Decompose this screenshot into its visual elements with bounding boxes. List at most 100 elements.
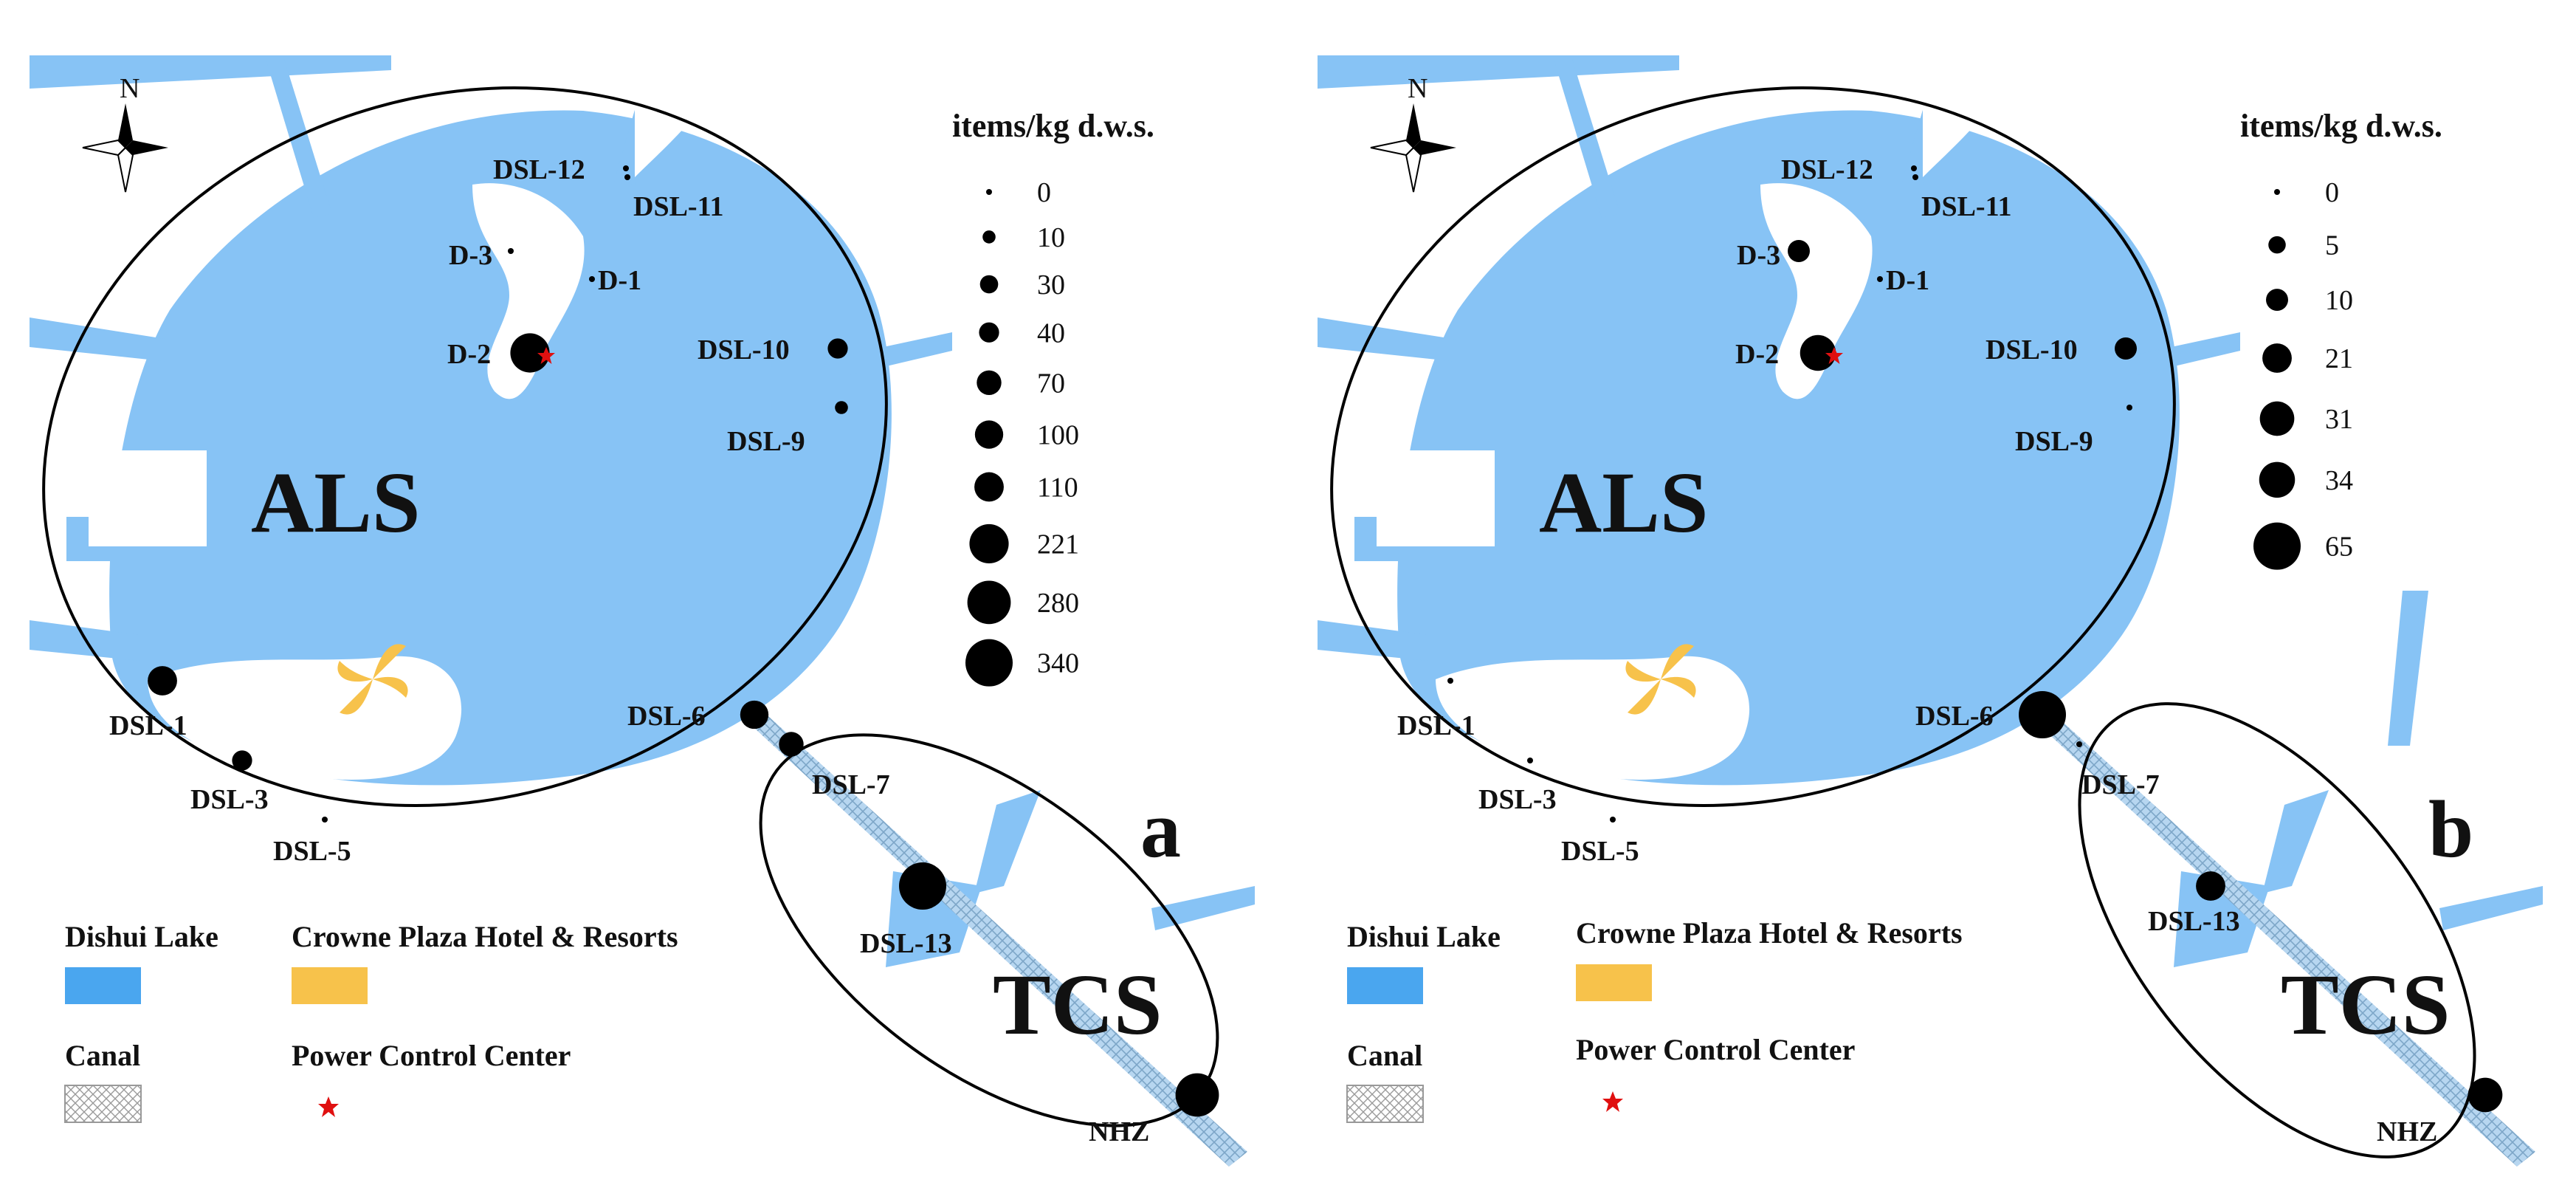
site-label-dsl-12: DSL-12	[493, 154, 585, 185]
site-marker-dsl-9	[2126, 405, 2132, 411]
site-label-dsl-1: DSL-1	[1397, 710, 1475, 741]
legend-value-0: 0	[2325, 177, 2339, 208]
site-label-dsl-13: DSL-13	[2148, 906, 2240, 937]
key-lake-swatch	[1347, 967, 1423, 1004]
key-power-label: Power Control Center	[292, 1039, 571, 1072]
land-patches	[1377, 59, 2019, 780]
legend-circle-40	[979, 322, 999, 343]
site-label-dsl-3: DSL-3	[190, 784, 269, 815]
site-marker-dsl-3	[232, 750, 252, 771]
site-marker-dsl-1	[1447, 678, 1453, 684]
legend-value-34: 34	[2325, 465, 2353, 496]
site-label-nhz: NHZ	[1089, 1116, 1149, 1147]
site-marker-dsl-10	[827, 338, 848, 359]
legend-title: items/kg d.w.s.	[952, 108, 1154, 144]
site-marker-dsl-5	[322, 817, 328, 823]
key-hotel-swatch	[292, 967, 368, 1004]
site-label-d-1: D-1	[1886, 265, 1929, 296]
panel-label-b: b	[2428, 784, 2473, 874]
canal	[745, 709, 1247, 1167]
site-label-dsl-10: DSL-10	[1986, 334, 2078, 365]
legend-value-40: 40	[1037, 317, 1065, 348]
site-marker-dsl-13	[899, 862, 946, 910]
power-control-center-star-icon	[537, 347, 555, 364]
site-label-dsl-10: DSL-10	[698, 334, 790, 365]
site-label-d-3: D-3	[1737, 240, 1780, 271]
site-marker-dsl-6	[2019, 691, 2066, 738]
site-marker-d-3	[508, 248, 514, 254]
legend-value-0: 0	[1037, 177, 1051, 208]
site-label-d-3: D-3	[449, 240, 492, 271]
legend-value-65: 65	[2325, 532, 2353, 563]
key-power-label: Power Control Center	[1576, 1033, 1855, 1066]
north-label: N	[120, 73, 140, 104]
site-marker-d-3	[1788, 240, 1810, 262]
site-marker-dsl-12	[1911, 165, 1917, 171]
key-lake-label: Dishui Lake	[65, 920, 218, 953]
legend-value-30: 30	[1037, 269, 1065, 301]
site-marker-dsl-1	[148, 666, 177, 696]
site-marker-nhz	[2467, 1077, 2503, 1113]
site-label-nhz: NHZ	[2377, 1116, 2437, 1147]
lake-water	[30, 55, 1255, 967]
site-label-dsl-11: DSL-11	[633, 191, 723, 222]
map-key: Dishui Lake Crowne Plaza Hotel & Resorts…	[1346, 916, 1963, 1123]
key-power-star-icon	[318, 1096, 339, 1117]
site-marker-dsl-3	[1527, 758, 1533, 763]
legend-circle-280	[967, 580, 1011, 625]
legend-circle-30	[979, 275, 999, 294]
legend-circle-65	[2253, 522, 2301, 570]
site-label-dsl-11: DSL-11	[1921, 191, 2011, 222]
site-marker-d-2	[1800, 334, 1836, 371]
legend-circle-10	[2266, 289, 2288, 312]
legend-circle-10	[982, 230, 996, 244]
key-lake-label: Dishui Lake	[1347, 920, 1501, 953]
panel-label-a: a	[1140, 784, 1181, 874]
canal	[2033, 709, 2535, 1167]
site-marker-dsl-7	[2076, 741, 2082, 747]
map-key: Dishui Lake Crowne Plaza Hotel & Resorts…	[64, 920, 678, 1123]
key-canal-label: Canal	[1347, 1039, 1422, 1072]
key-power-star-icon	[1602, 1091, 1623, 1112]
site-marker-dsl-10	[2115, 337, 2137, 360]
legend-value-110: 110	[1037, 472, 1078, 503]
site-marker-d-2	[510, 333, 550, 373]
site-marker-dsl-11	[624, 174, 630, 180]
land-patches	[89, 59, 731, 780]
legend-circle-221	[969, 523, 1009, 563]
zone-label-tcs: TCS	[2281, 956, 2451, 1053]
lake-water	[1318, 55, 2543, 967]
legend-value-31: 31	[2325, 404, 2353, 435]
site-label-dsl-1: DSL-1	[109, 710, 187, 741]
legend-circle-21	[2262, 343, 2292, 373]
key-canal-swatch	[1346, 1085, 1424, 1123]
site-marker-dsl-5	[1610, 817, 1616, 823]
legend-value-280: 280	[1037, 588, 1079, 619]
legend-circle-5	[2268, 236, 2286, 254]
key-hotel-label: Crowne Plaza Hotel & Resorts	[1576, 916, 1963, 950]
north-label: N	[1408, 73, 1428, 104]
zone-label-als: ALS	[251, 454, 421, 551]
key-lake-swatch	[65, 967, 141, 1004]
legend-value-100: 100	[1037, 420, 1079, 451]
legend-circle-0	[2274, 189, 2280, 195]
key-canal-label: Canal	[65, 1039, 140, 1072]
site-marker-dsl-13	[2196, 871, 2225, 901]
legend-circle-31	[2259, 401, 2295, 436]
legend-circle-0	[986, 189, 992, 195]
site-label-dsl-3: DSL-3	[1478, 784, 1557, 815]
site-label-dsl-13: DSL-13	[860, 928, 952, 959]
site-marker-d-1	[589, 276, 595, 282]
legend-value-10: 10	[1037, 222, 1065, 253]
site-label-dsl-5: DSL-5	[273, 836, 351, 867]
site-label-dsl-5: DSL-5	[1561, 836, 1639, 867]
north-arrow-icon: N	[82, 73, 168, 193]
north-arrow-icon: N	[1370, 73, 1456, 193]
hotel-icon	[337, 644, 408, 715]
legend-value-10: 10	[2325, 285, 2353, 316]
site-label-dsl-12: DSL-12	[1781, 154, 1873, 185]
